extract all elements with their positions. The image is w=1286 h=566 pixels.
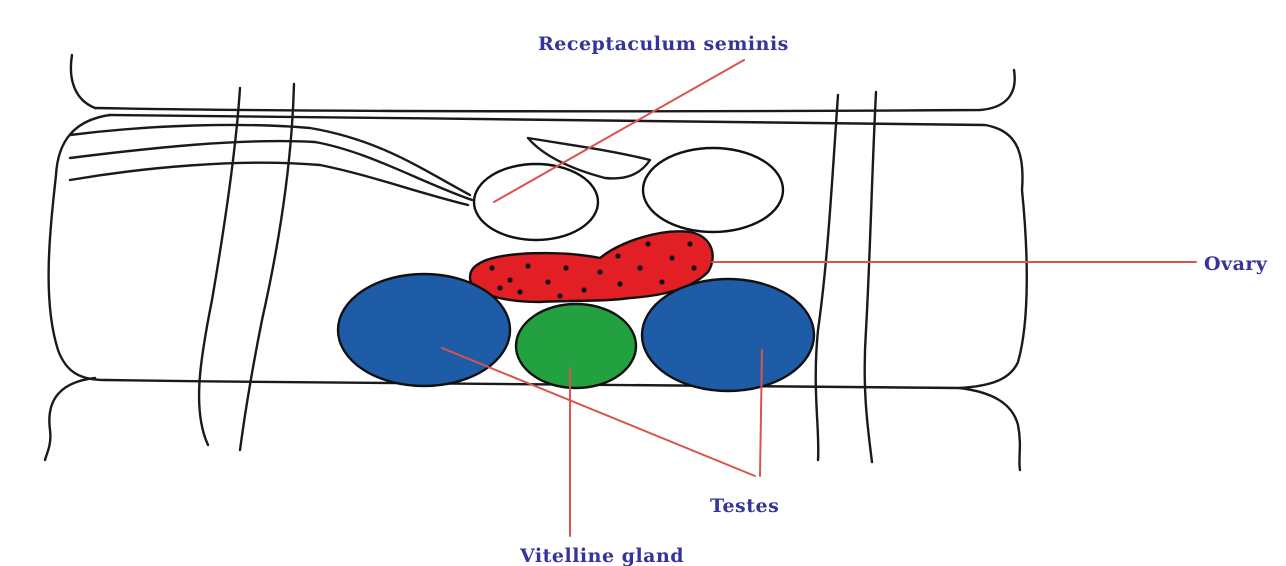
excretory-canals-left <box>199 84 294 450</box>
lower-segment-outline <box>45 378 1020 470</box>
receptaculum-seminis-secondary <box>643 148 783 232</box>
testis-right <box>642 279 814 391</box>
label-ovary: Ovary <box>1204 253 1268 275</box>
upper-segment-outline <box>71 55 1015 111</box>
receptaculum-seminis <box>474 164 598 240</box>
excretory-canals-right <box>816 92 876 462</box>
testis-left <box>338 274 510 386</box>
label-testes: Testes <box>710 495 779 517</box>
vitelline-gland <box>516 304 636 388</box>
label-vitelline-gland: Vitelline gland <box>519 545 684 566</box>
label-receptaculum-seminis: Receptaculum seminis <box>538 33 789 55</box>
